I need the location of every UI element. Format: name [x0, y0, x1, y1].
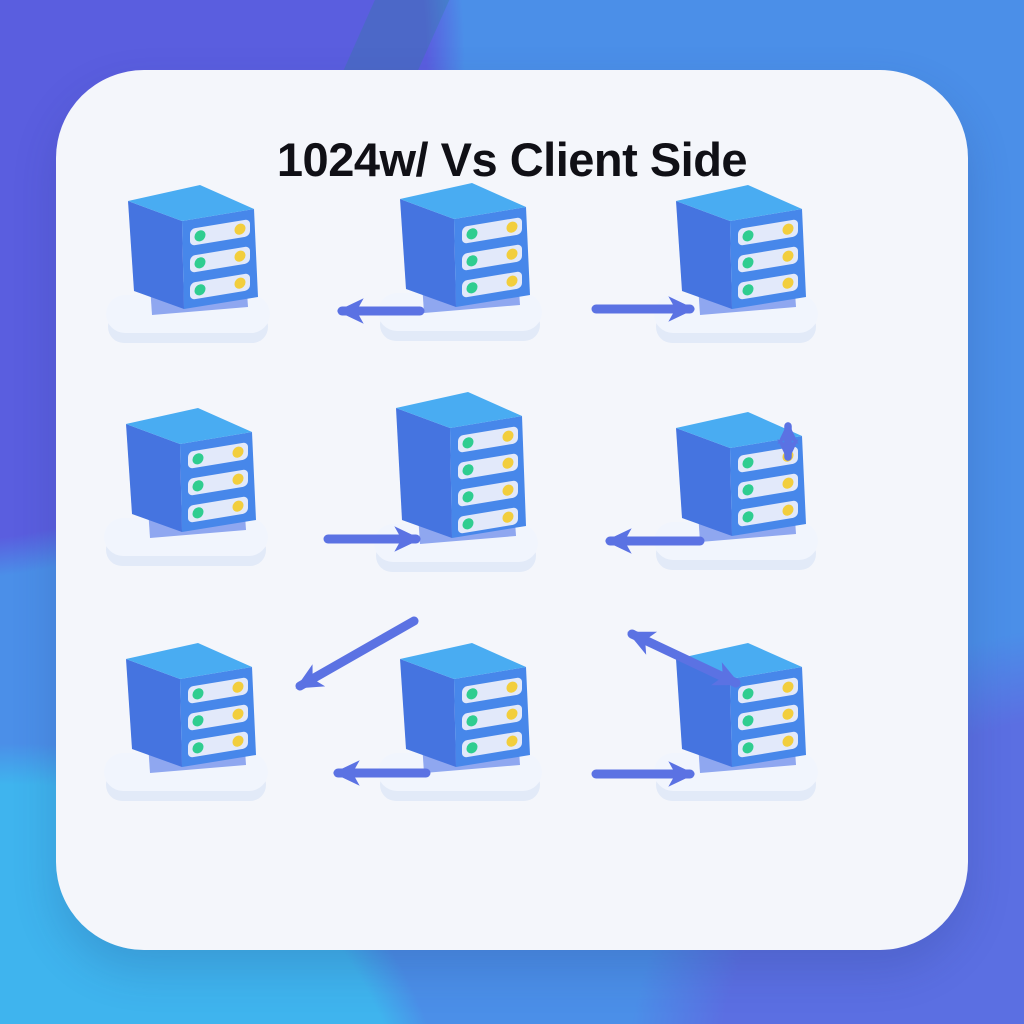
- server-icon: [652, 175, 820, 345]
- server-node-top-center: [376, 173, 544, 343]
- server-node-mid-left: [102, 398, 270, 568]
- server-icon: [376, 173, 544, 343]
- server-node-mid-right: [652, 402, 820, 572]
- server-icon: [376, 633, 544, 803]
- server-node-bottom-center: [376, 633, 544, 803]
- server-icon: [104, 175, 272, 345]
- server-icon: [372, 382, 544, 574]
- server-icon: [652, 633, 820, 803]
- server-node-top-right: [652, 175, 820, 345]
- server-node-top-left: [104, 175, 272, 345]
- server-node-bottom-left: [102, 633, 270, 803]
- server-icon: [102, 633, 270, 803]
- server-node-mid-center: [372, 382, 544, 574]
- page-title: 1024w/ Vs Client Side: [276, 133, 748, 186]
- server-icon: [652, 402, 820, 572]
- server-node-bottom-right: [652, 633, 820, 803]
- server-icon: [102, 398, 270, 568]
